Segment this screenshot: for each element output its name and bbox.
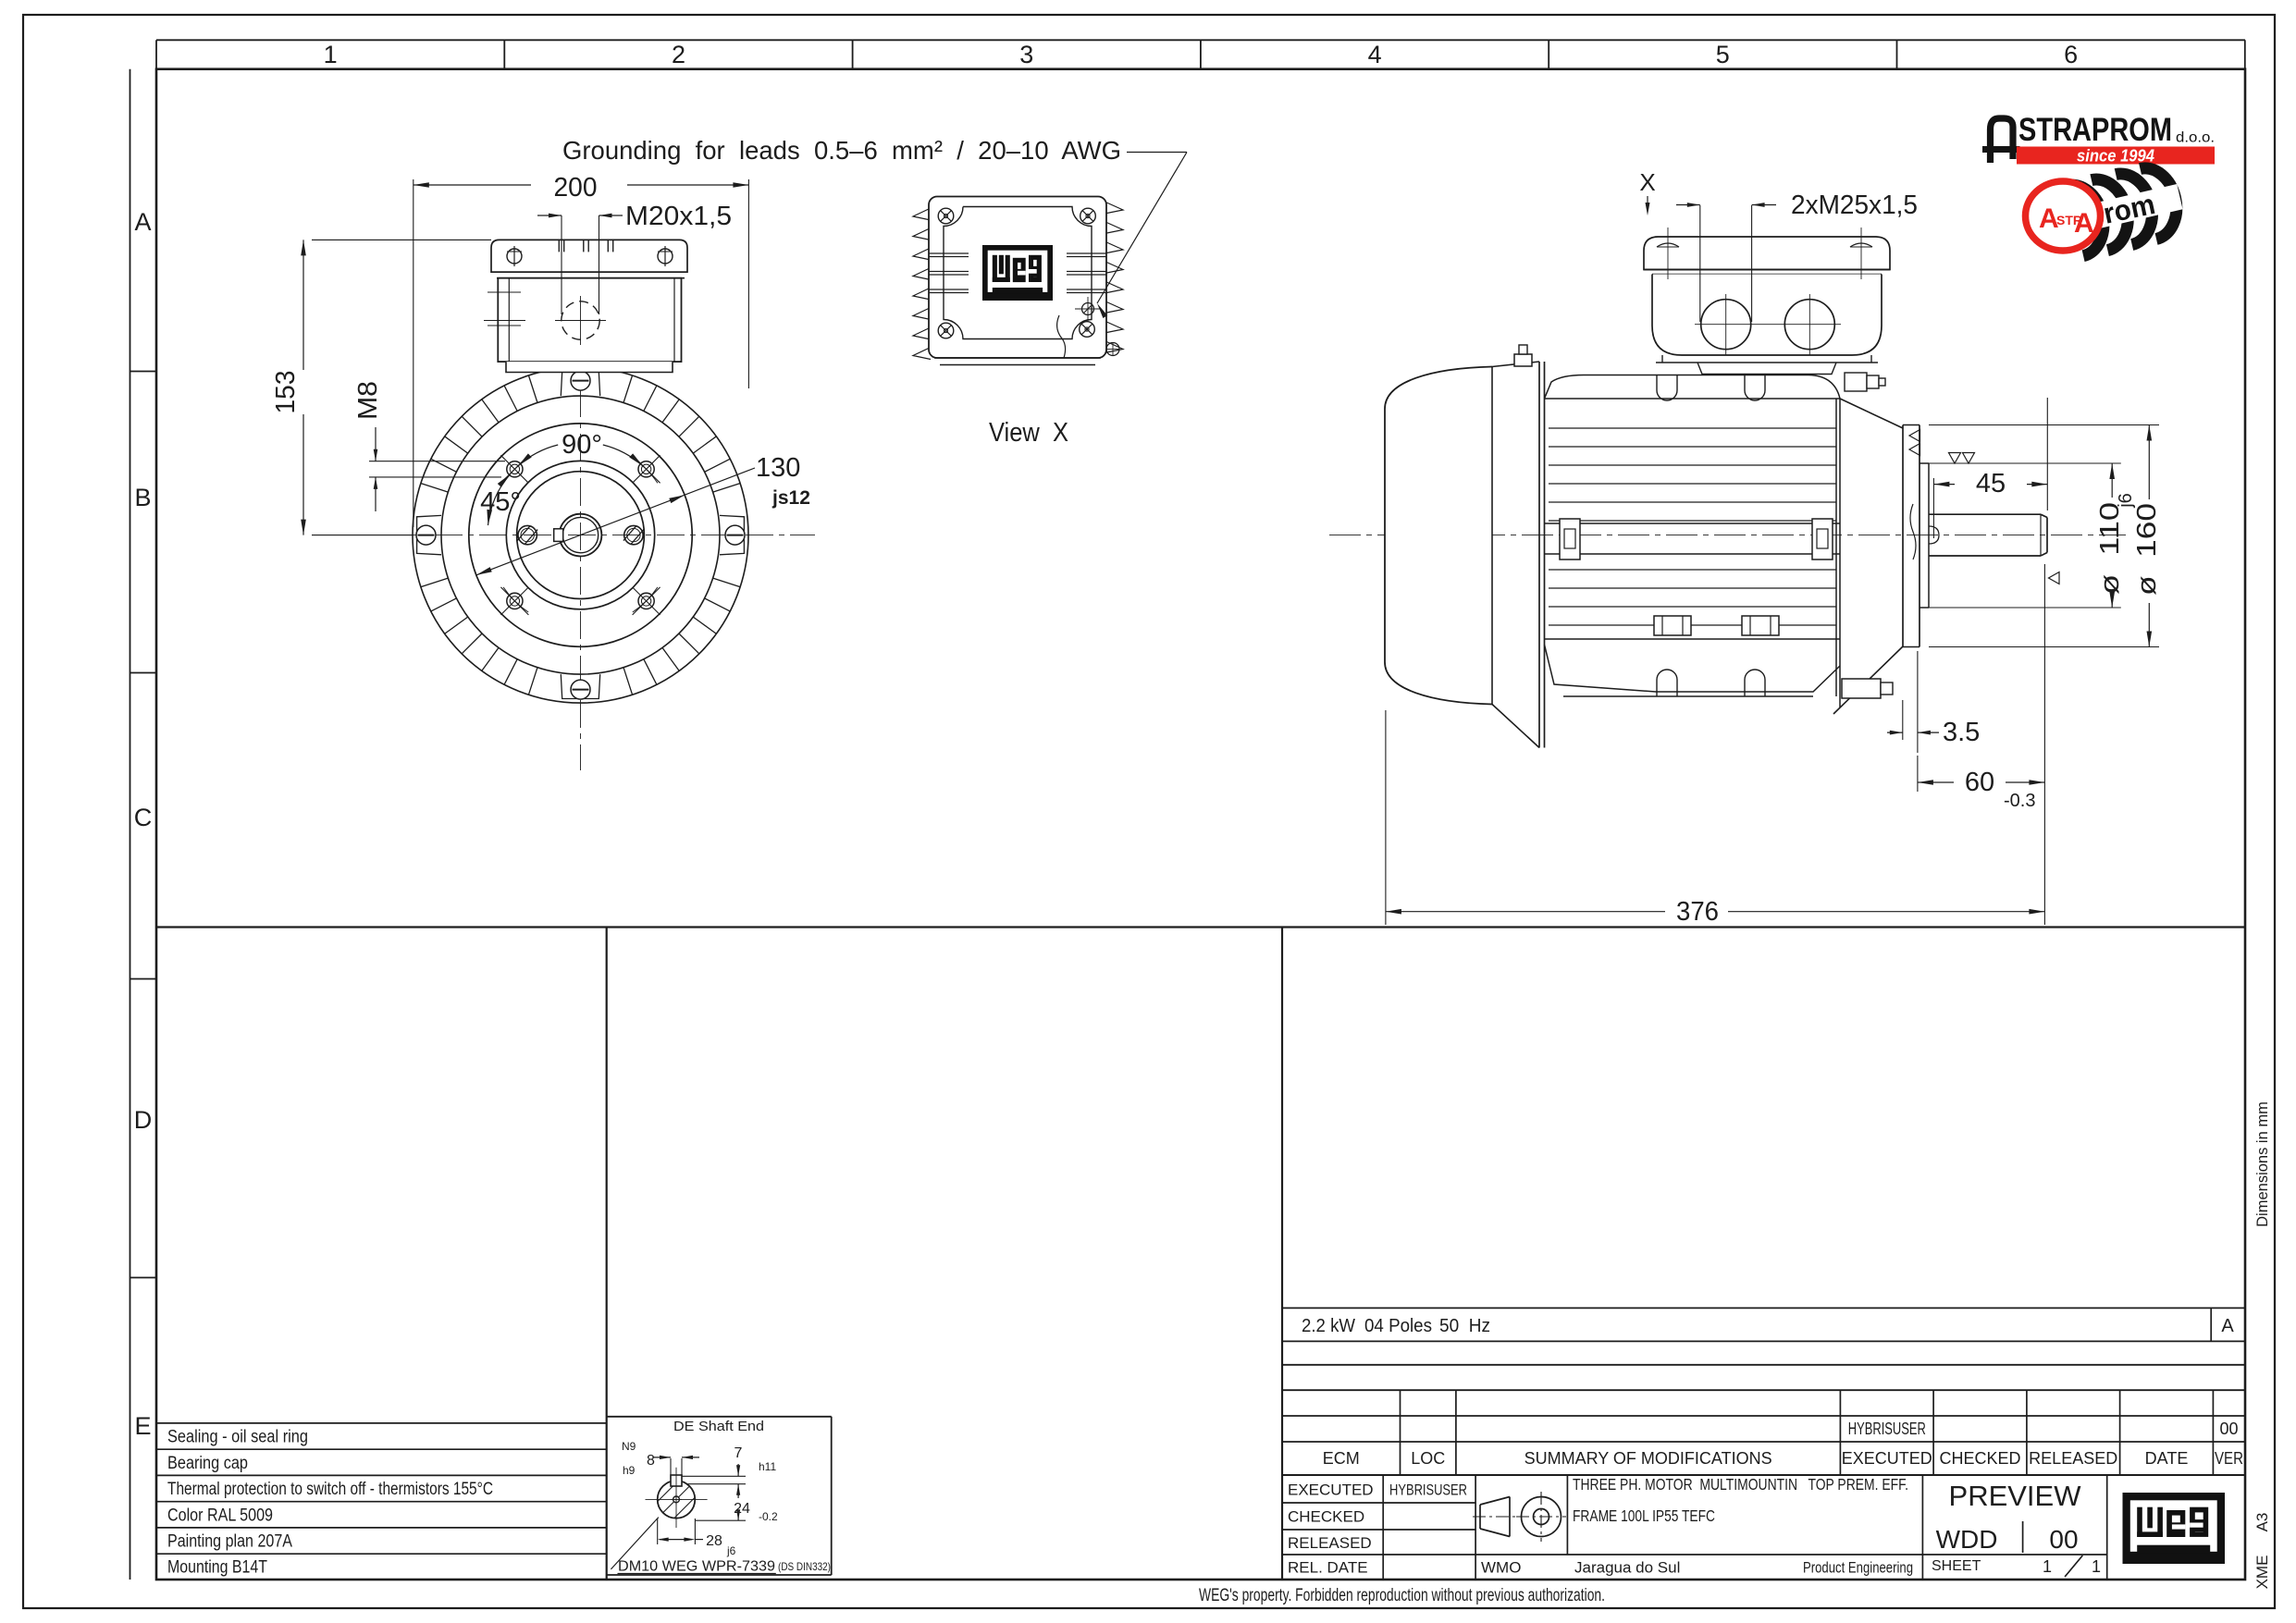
svg-text:E: E — [134, 1412, 151, 1440]
svg-text:HYBRISUSER: HYBRISUSER — [1848, 1420, 1926, 1438]
svg-text:REL. DATE: REL. DATE — [1288, 1559, 1368, 1577]
svg-text:2xM25x1,5: 2xM25x1,5 — [1791, 191, 1918, 220]
svg-text:XME: XME — [2253, 1555, 2271, 1590]
svg-text:5: 5 — [1716, 41, 1730, 68]
svg-text:ø 160: ø 160 — [2132, 503, 2162, 596]
svg-text:d.o.o.: d.o.o. — [2176, 130, 2215, 146]
svg-text:00: 00 — [2049, 1525, 2078, 1554]
svg-text:(DS DIN332): (DS DIN332) — [778, 1560, 831, 1573]
svg-text:j6: j6 — [2116, 493, 2136, 509]
svg-text:Product Engineering: Product Engineering — [1803, 1559, 1913, 1577]
svg-text:D: D — [134, 1106, 153, 1134]
svg-text:FRAME 100L IP55 TEFC: FRAME 100L IP55 TEFC — [1573, 1506, 1715, 1525]
svg-text:45: 45 — [1976, 469, 2006, 498]
svg-text:3: 3 — [1019, 41, 1033, 68]
svg-text:04 Poles: 04 Poles — [1364, 1316, 1432, 1336]
svg-text:C: C — [134, 804, 153, 831]
svg-text:28: 28 — [706, 1533, 722, 1549]
svg-text:THREE PH. MOTOR MULTIMOUNTIN: THREE PH. MOTOR MULTIMOUNTIN TOP PREM. E… — [1573, 1475, 1908, 1494]
svg-text:since 1994: since 1994 — [2077, 147, 2154, 166]
svg-text:View X: View X — [989, 418, 1068, 448]
svg-text:24: 24 — [734, 1501, 750, 1517]
svg-text:X: X — [1639, 168, 1655, 196]
svg-text:1: 1 — [2092, 1557, 2101, 1576]
svg-text:Mounting B14T: Mounting B14T — [167, 1558, 267, 1578]
svg-text:RELEASED: RELEASED — [1288, 1534, 1372, 1552]
svg-text:Thermal protection to switch o: Thermal protection to switch off - therm… — [167, 1480, 493, 1499]
svg-text:A3: A3 — [2253, 1513, 2271, 1532]
svg-text:h9: h9 — [623, 1464, 636, 1477]
svg-text:ø 110: ø 110 — [2095, 502, 2125, 595]
svg-text:WMO: WMO — [1481, 1559, 1521, 1577]
svg-text:-0.3: -0.3 — [2004, 791, 2035, 811]
svg-text:Painting plan 207A: Painting plan 207A — [167, 1532, 292, 1552]
svg-text:2.2 kW: 2.2 kW — [1302, 1316, 1355, 1336]
svg-text:PREVIEW: PREVIEW — [1949, 1480, 2082, 1512]
svg-text:STR: STR — [2056, 213, 2082, 227]
svg-text:-0.2: -0.2 — [759, 1510, 778, 1523]
svg-text:Dimensions in mm: Dimensions in mm — [2254, 1101, 2271, 1227]
svg-text:130: 130 — [756, 453, 800, 483]
svg-text:ECM: ECM — [1323, 1449, 1360, 1468]
svg-text:200: 200 — [554, 173, 598, 203]
svg-text:3.5: 3.5 — [1943, 718, 1980, 747]
svg-text:2: 2 — [672, 41, 685, 68]
svg-text:153: 153 — [271, 371, 301, 414]
svg-text:STRAPROM: STRAPROM — [2018, 112, 2172, 148]
svg-text:CHECKED: CHECKED — [1939, 1449, 2020, 1468]
svg-text:90°: 90° — [562, 430, 602, 460]
svg-text:Bearing cap: Bearing cap — [167, 1454, 248, 1473]
svg-text:h11: h11 — [759, 1460, 776, 1473]
svg-text:50 Hz: 50 Hz — [1439, 1316, 1490, 1336]
svg-text:8: 8 — [647, 1453, 655, 1469]
svg-text:7: 7 — [734, 1445, 743, 1461]
svg-text:EXECUTED: EXECUTED — [1288, 1482, 1374, 1499]
svg-text:SUMMARY OF MODIFICATIONS: SUMMARY OF MODIFICATIONS — [1524, 1449, 1772, 1468]
svg-text:1: 1 — [324, 41, 338, 68]
svg-text:CHECKED: CHECKED — [1288, 1508, 1364, 1526]
svg-text:VER: VER — [2215, 1449, 2243, 1468]
svg-text:j6: j6 — [726, 1544, 736, 1557]
svg-text:376: 376 — [1676, 897, 1719, 927]
svg-text:EXECUTED: EXECUTED — [1842, 1449, 1932, 1468]
svg-text:A: A — [2074, 208, 2094, 239]
svg-text:LOC: LOC — [1411, 1449, 1445, 1468]
svg-text:A: A — [2221, 1316, 2234, 1336]
svg-text:M20x1,5: M20x1,5 — [625, 202, 732, 231]
svg-text:45°: 45° — [480, 487, 521, 517]
svg-text:A: A — [2039, 203, 2059, 234]
svg-text:Jaragua do Sul: Jaragua do Sul — [1574, 1559, 1680, 1577]
svg-text:1: 1 — [2043, 1557, 2052, 1576]
svg-text:WEG's property. Forbidden repr: WEG's property. Forbidden reproduction w… — [1199, 1586, 1605, 1605]
svg-text:SHEET: SHEET — [1932, 1558, 1981, 1574]
svg-text:B: B — [134, 484, 151, 511]
svg-text:00: 00 — [2219, 1420, 2238, 1438]
svg-text:60: 60 — [1965, 768, 1994, 797]
svg-text:N9: N9 — [622, 1440, 636, 1453]
svg-text:M8: M8 — [353, 381, 383, 420]
svg-text:Sealing - oil seal ring: Sealing - oil seal ring — [167, 1428, 308, 1447]
svg-text:HYBRISUSER: HYBRISUSER — [1389, 1482, 1467, 1499]
svg-text:DM10 WEG WPR-7339: DM10 WEG WPR-7339 — [618, 1559, 775, 1575]
svg-text:RELEASED: RELEASED — [2029, 1449, 2117, 1468]
svg-text:A: A — [134, 208, 151, 236]
svg-text:DATE: DATE — [2145, 1449, 2189, 1468]
svg-text:DE Shaft End: DE Shaft End — [673, 1419, 764, 1434]
svg-text:WDD: WDD — [1936, 1525, 1998, 1554]
svg-text:4: 4 — [1368, 41, 1382, 68]
svg-text:Grounding for leads 0.5–6: Grounding for leads 0.5–6 mm² / 20–10 AW… — [562, 136, 1121, 165]
svg-text:6: 6 — [2064, 41, 2078, 68]
svg-text:js12: js12 — [772, 487, 810, 509]
svg-text:Color RAL 5009: Color RAL 5009 — [167, 1506, 273, 1525]
